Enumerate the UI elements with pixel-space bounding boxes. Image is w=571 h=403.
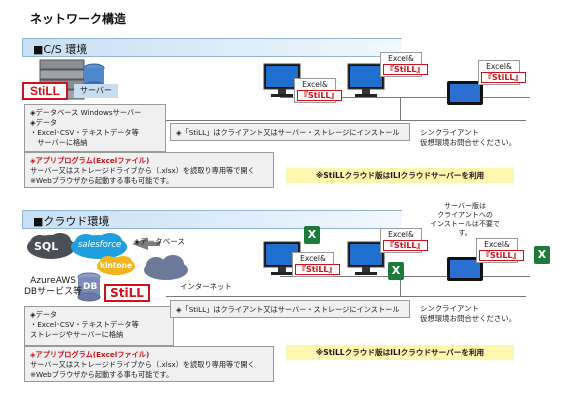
server-install-note: サーバー版は クライアントへの インストールは不要です。 [430, 202, 500, 237]
cloud-network-connector [400, 276, 401, 296]
cloud-data-info-box: ◈データ ・Excel･CSV・テキストデータ等 ストレージやサーバーに格納 [24, 306, 174, 346]
cs-info-line: ◈データベース Windowsサーバー [30, 108, 142, 117]
card-still: 『StiLL』 [295, 264, 340, 275]
cs-network-line [166, 120, 526, 121]
cs-network-connector [400, 97, 401, 120]
excel-icon: X [534, 246, 550, 264]
db-icon-label: DB [83, 282, 98, 292]
cloud-section-label: ■クラウド環境 [33, 215, 110, 228]
salesforce-label: salesforce [78, 240, 122, 250]
cloud-app-line: ※Webブラウザから起動する事も可能です。 [30, 370, 174, 379]
cloud-network-line [166, 296, 526, 297]
azure-aws-label: AzureAWS DBサービス等 [24, 276, 83, 297]
cs-app-line: ※Webブラウザから起動する事も可能です。 [30, 176, 174, 185]
excel-still-card: Excel& 『StiLL』 [478, 60, 526, 85]
desktop-pc-icon [347, 63, 385, 97]
salesforce-cloud-icon [71, 233, 127, 259]
cloud-info-line: ストレージやサーバーに格納 [30, 330, 124, 339]
still-logo: StiLL [104, 284, 150, 302]
db-cylinder-icon [77, 272, 101, 302]
card-label: Excel& [388, 54, 414, 63]
card-still: 『StiLL』 [383, 64, 428, 75]
card-label: Excel& [486, 62, 512, 71]
tablet-icon [447, 257, 483, 281]
server-label: サーバー [74, 84, 118, 98]
card-label: Excel& [388, 230, 414, 239]
cs-app-line: サーバー又はストレージドライブから（.xlsx）を読取り専用等で開く [30, 166, 255, 175]
excel-still-card: Excel& 『StiLL』 [292, 252, 340, 277]
excel-still-card: Excel& 『StiLL』 [476, 238, 524, 263]
card-still: 『StiLL』 [481, 72, 526, 83]
kintone-label: kintone [100, 261, 133, 270]
card-still: 『StiLL』 [297, 90, 342, 101]
excel-icon: X [304, 226, 320, 244]
cs-install-note: ◈「StiLL」はクライアント又はサーバー・ストレージにインストール [170, 123, 410, 141]
cs-section-band: ■C/S 環境 [22, 38, 402, 57]
excel-still-card: Excel& 『StiLL』 [380, 52, 428, 77]
cs-info-line: ◈データ [30, 118, 58, 127]
excel-icon: X [388, 262, 404, 280]
cloud-section-band: ■クラウド環境 [22, 210, 402, 229]
desktop-pc-icon [347, 241, 385, 275]
cloud-client-line [280, 276, 530, 277]
card-label: Excel& [484, 240, 510, 249]
cs-client-line [280, 97, 530, 98]
tablet-icon [447, 81, 483, 105]
cs-info-line: サーバーに格納 [30, 138, 88, 147]
cs-app-box: ◈アプリプログラム(Excelファイル) サーバー又はストレージドライブから（.… [24, 152, 274, 188]
cloud-install-note: ◈「StiLL」はクライアント又はサーバー・ストレージにインストール [170, 300, 410, 318]
cloud-info-line: ◈データ [30, 310, 58, 319]
cloud-app-title: ◈アプリプログラム(Excelファイル) [30, 350, 150, 359]
kintone-cloud-icon [97, 256, 135, 275]
cloud-thin-client-note: シンクライアント 仮想環境お問合せください。 [420, 304, 517, 323]
sql-cloud-icon [27, 233, 75, 259]
cs-cloud-note: ※StiLLクラウド版はILIクラウドサーバーを利用 [286, 168, 514, 183]
cloud-app-box: ◈アプリプログラム(Excelファイル) サーバー又はストレージドライブから（.… [24, 346, 274, 382]
card-still: 『StiLL』 [479, 250, 524, 261]
card-label: Excel& [300, 254, 326, 263]
cs-section-label: ■C/S 環境 [33, 43, 88, 56]
cs-data-info-box: ◈データベース Windowsサーバー ◈データ ・Excel･CSV・テキスト… [24, 104, 166, 152]
arrow-icon [132, 238, 160, 250]
internet-label: インターネット [180, 282, 232, 291]
cs-app-title: ◈アプリプログラム(Excelファイル) [30, 156, 150, 165]
page-title: ネットワーク構造 [30, 12, 127, 26]
generic-cloud-icon [144, 255, 188, 280]
card-label: Excel& [302, 80, 328, 89]
sql-label: SQL [34, 240, 59, 253]
cloud-db-label: ◈データベース [134, 237, 186, 246]
cloud-app-line: サーバー又はストレージドライブから（.xlsx）を読取り専用等で開く [30, 360, 255, 369]
card-still: 『StiLL』 [383, 240, 428, 251]
cs-thin-client-note: シンクライアント 仮想環境お問合せください。 [420, 128, 517, 147]
cs-info-line: ・Excel･CSV・テキストデータ等 [30, 128, 139, 137]
excel-still-card: Excel& 『StiLL』 [380, 228, 428, 253]
excel-still-card: Excel& 『StiLL』 [294, 78, 342, 103]
still-logo: StiLL [22, 82, 68, 100]
cloud-info-line: ・Excel･CSV・テキストデータ等 [30, 320, 139, 329]
cloud-cloud-note: ※StiLLクラウド版はILIクラウドサーバーを利用 [286, 345, 514, 360]
